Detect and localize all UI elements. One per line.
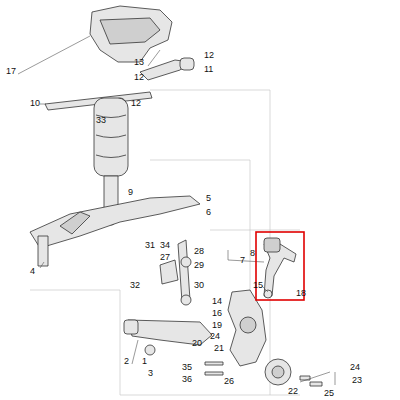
callout-number: 25: [324, 388, 334, 398]
callout-number: 12: [134, 72, 144, 82]
callout-number: 2: [124, 356, 129, 366]
callout-number: 12: [131, 98, 141, 108]
callout-number: 1: [142, 356, 147, 366]
callout-number: 31: [145, 240, 155, 250]
callout-number: 10: [30, 98, 40, 108]
callout-number: 7: [240, 255, 245, 265]
callout-number: 17: [6, 66, 16, 76]
callout-number: 24: [210, 331, 220, 341]
callout-number: 22: [288, 386, 298, 396]
callout-number: 36: [182, 374, 192, 384]
callout-number: 11: [204, 64, 213, 74]
callout-number: 34: [160, 240, 170, 250]
callout-number: 27: [160, 252, 170, 262]
callout-number: 19: [212, 320, 222, 330]
callout-number: 30: [194, 280, 204, 290]
callout-number: 29: [194, 260, 204, 270]
callout-number: 3: [148, 368, 153, 378]
callout-number: 32: [130, 280, 140, 290]
callout-number: 15: [253, 280, 263, 290]
callout-number: 8: [250, 248, 255, 258]
callout-number: 33: [96, 115, 106, 125]
callout-number: 35: [182, 362, 192, 372]
callout-number: 21: [214, 343, 224, 353]
callout-number: 16: [212, 308, 222, 318]
callout-number: 20: [192, 338, 202, 348]
callout-number: 6: [206, 207, 211, 217]
callout-number: 26: [224, 376, 234, 386]
callout-number: 12: [204, 50, 214, 60]
callout-number: 18: [296, 288, 306, 298]
callout-number: 24: [350, 362, 360, 372]
callout-number: 23: [352, 375, 362, 385]
callout-number: 28: [194, 246, 204, 256]
callout-number: 9: [128, 187, 133, 197]
callout-number: 4: [30, 266, 35, 276]
callout-number: 14: [212, 296, 222, 306]
callout-number: 5: [206, 193, 211, 203]
callout-number: 13: [134, 57, 144, 67]
